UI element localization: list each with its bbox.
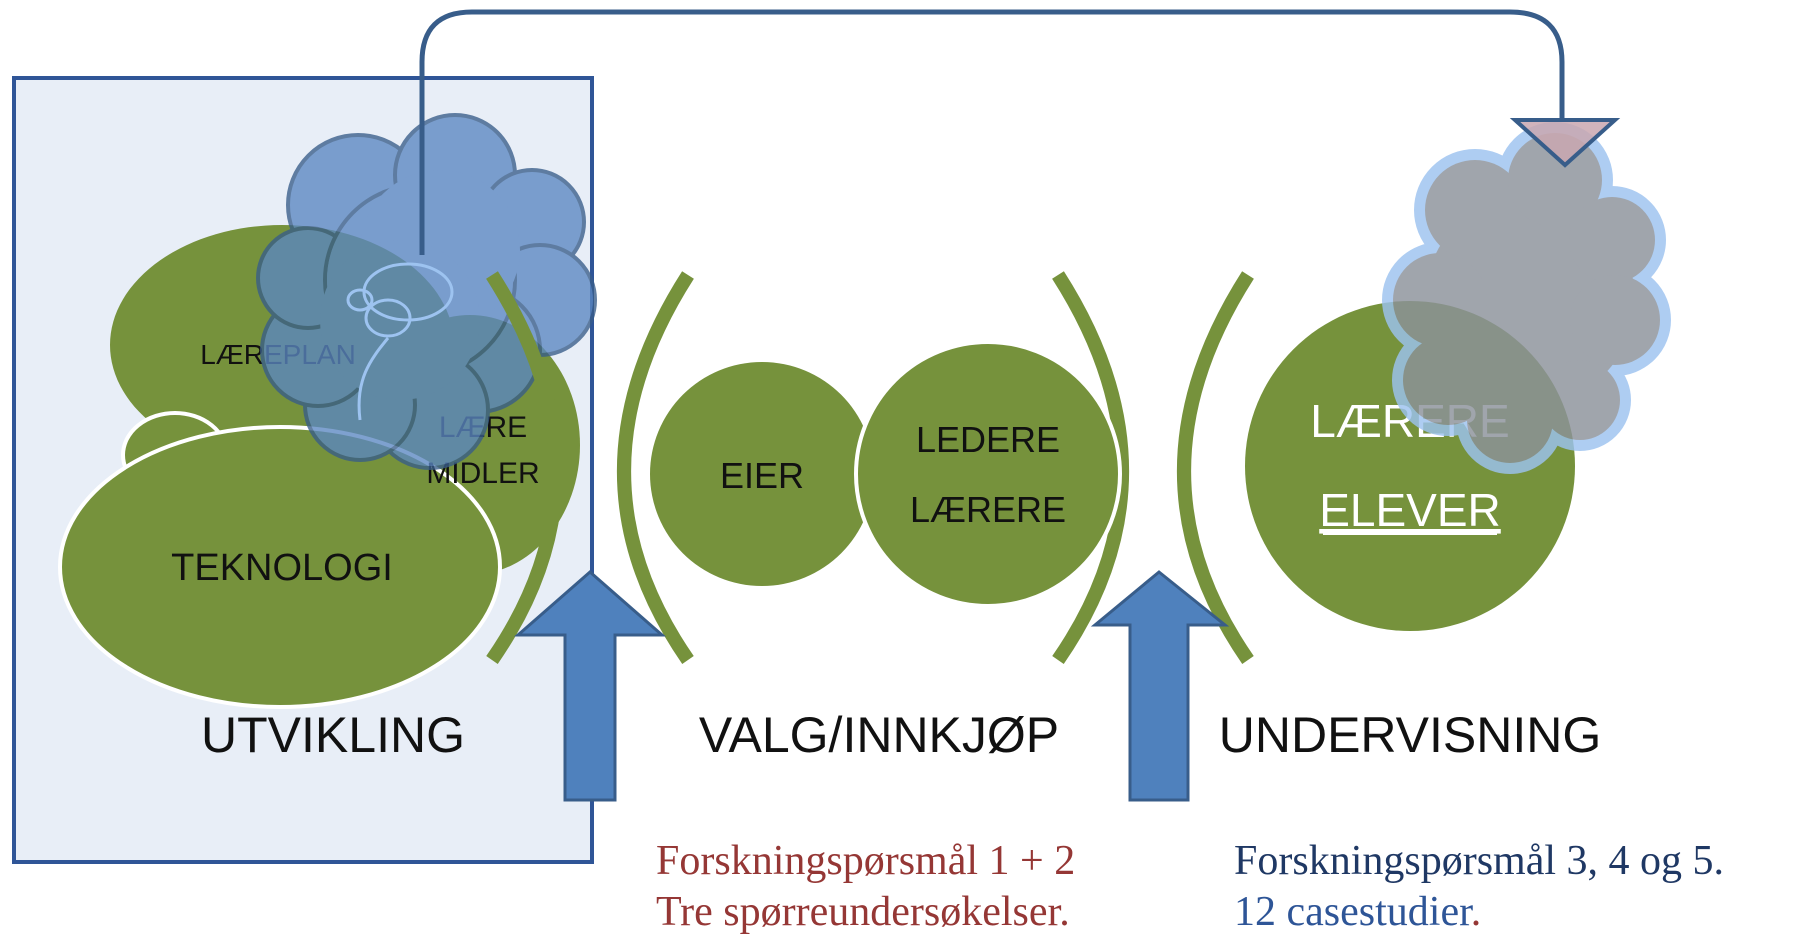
valg-label: VALG/INNKJØP — [699, 707, 1059, 763]
laerere-label-middle: LÆRERE — [910, 489, 1066, 530]
arrow-up-icon — [514, 570, 666, 802]
curved-arrow-icon — [419, 9, 1565, 255]
eier-circle — [650, 362, 874, 586]
ledere-circle — [854, 340, 1122, 608]
eier-label: EIER — [720, 455, 804, 496]
research-right-line2-main: 12 casestudier — [1234, 889, 1473, 935]
elever-underline — [1323, 532, 1497, 535]
ledere-label: LEDERE — [916, 419, 1060, 460]
utvikling-label: UTVIKLING — [201, 707, 465, 763]
research-right-line1: Forskningspørsmål 3, 4 og 5. — [1234, 838, 1724, 884]
cloud-icon — [1382, 122, 1671, 474]
arrow-up-icon — [1090, 570, 1230, 802]
research-right-line2: 12 casestudier. — [1234, 889, 1481, 935]
triangle-arrowhead-icon — [1509, 118, 1621, 168]
arc-left-1 — [486, 271, 563, 664]
research-left-line1: Forskningspørsmål 1 + 2 — [656, 838, 1075, 884]
teknologi-label: TEKNOLOGI — [171, 547, 393, 589]
research-left-line2: Tre spørreundersøkelser. — [656, 889, 1070, 935]
elever-label: ELEVER — [1319, 484, 1501, 536]
arc-left-2 — [617, 271, 694, 664]
cloud-puff-icon — [346, 262, 454, 421]
arc-mid-2 — [1177, 271, 1254, 664]
research-right-line2-dot: . — [1471, 889, 1482, 935]
teknologi-ellipse — [58, 425, 502, 709]
undervisning-label: UNDERVISNING — [1219, 707, 1601, 763]
